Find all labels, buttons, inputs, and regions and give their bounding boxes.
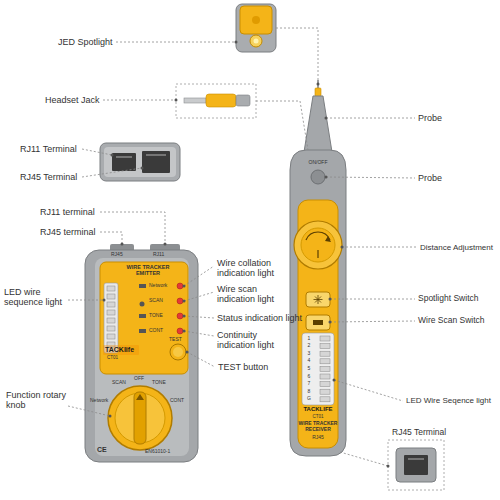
wire-number: 3	[302, 351, 316, 357]
indicator-name: Network	[149, 283, 167, 289]
wire-number: 8	[302, 389, 316, 395]
callout-label: Probe	[418, 113, 442, 123]
wire-number: G	[302, 396, 316, 402]
receiver-terminal-inset	[388, 440, 444, 490]
callout-label: RJ45 terminal	[40, 227, 96, 237]
callout-label: TEST button	[218, 362, 268, 372]
button-name: TEST	[169, 337, 182, 343]
callout-label: Distance Adjustment	[420, 243, 493, 252]
brand-logo: TACKlife	[105, 346, 134, 354]
emitter-terminal-inset	[100, 143, 180, 181]
emitter-body: RJ45RJ11WIRE TRACKER EMITTERNetworkSCANT…	[85, 250, 198, 462]
emitter-device	[85, 244, 198, 462]
wire-number: 1	[302, 336, 316, 342]
callout-label: Continuity indication light	[217, 330, 289, 351]
device-name: WIRE TRACKER RECEIVER	[295, 421, 341, 433]
callout-label: Status indication light	[217, 313, 302, 323]
callout-label: JED Spotlight	[58, 37, 113, 47]
knob-position: TONE	[152, 380, 166, 386]
callout-label: RJ11 Terminal	[20, 144, 77, 154]
headset-jack-inset	[176, 84, 256, 118]
wire-number: 7	[302, 381, 316, 387]
callout-label: RJ45 Terminal	[392, 428, 446, 438]
device-name: WIRE TRACKER EMITTER	[123, 264, 173, 277]
button-name: ON/OFF	[300, 160, 336, 166]
standard-number: EN61010-1	[145, 449, 170, 455]
port-name: RJ45	[293, 435, 343, 441]
callout-label: RJ45 Terminal	[20, 172, 77, 182]
callout-label: LED wire sequence light	[4, 287, 68, 308]
certification-mark: CE	[97, 446, 107, 454]
callout-label: Function rotary knob	[6, 390, 68, 411]
callout-label: Wire Scan Switch	[418, 316, 485, 326]
indicator-name: SCAN	[149, 298, 163, 304]
leader-dots	[103, 41, 390, 468]
callout-label: RJ11 terminal	[40, 207, 95, 217]
leader-lines	[68, 28, 417, 466]
receiver-body: ON/OFF 12 34 5 67 8G TACKLIFECT01WIRE TRACKER …	[290, 150, 346, 456]
indicator-name: CONT	[149, 328, 163, 334]
callout-label: Wire collation indication light	[217, 258, 289, 279]
callout-label: Wire scan indication light	[217, 284, 289, 305]
wire-number: 5	[302, 366, 316, 372]
knob-position: Network	[90, 398, 108, 404]
knob-position: CONT	[170, 398, 184, 404]
callout-label: Headset Jack	[45, 95, 100, 105]
knob-position: OFF	[134, 376, 144, 382]
indicator-name: TONE	[149, 313, 163, 319]
callout-label: Spotlight Switch	[418, 294, 478, 304]
spotlight-inset	[236, 4, 276, 52]
callout-label: Probe	[418, 173, 442, 183]
receiver-device	[290, 80, 346, 456]
port-name: RJ11	[153, 252, 164, 258]
port-name: RJ45	[111, 252, 123, 258]
wire-number: 4	[302, 358, 316, 364]
callout-label: LED Wire Seqence light	[406, 396, 491, 405]
knob-position: SCAN	[112, 380, 126, 386]
model-number: CT01	[107, 355, 118, 360]
wire-number: 2	[302, 343, 316, 349]
wire-number: 6	[302, 374, 316, 380]
model-number: CT01	[293, 414, 343, 419]
brand-logo: TACKLIFE	[293, 406, 343, 413]
